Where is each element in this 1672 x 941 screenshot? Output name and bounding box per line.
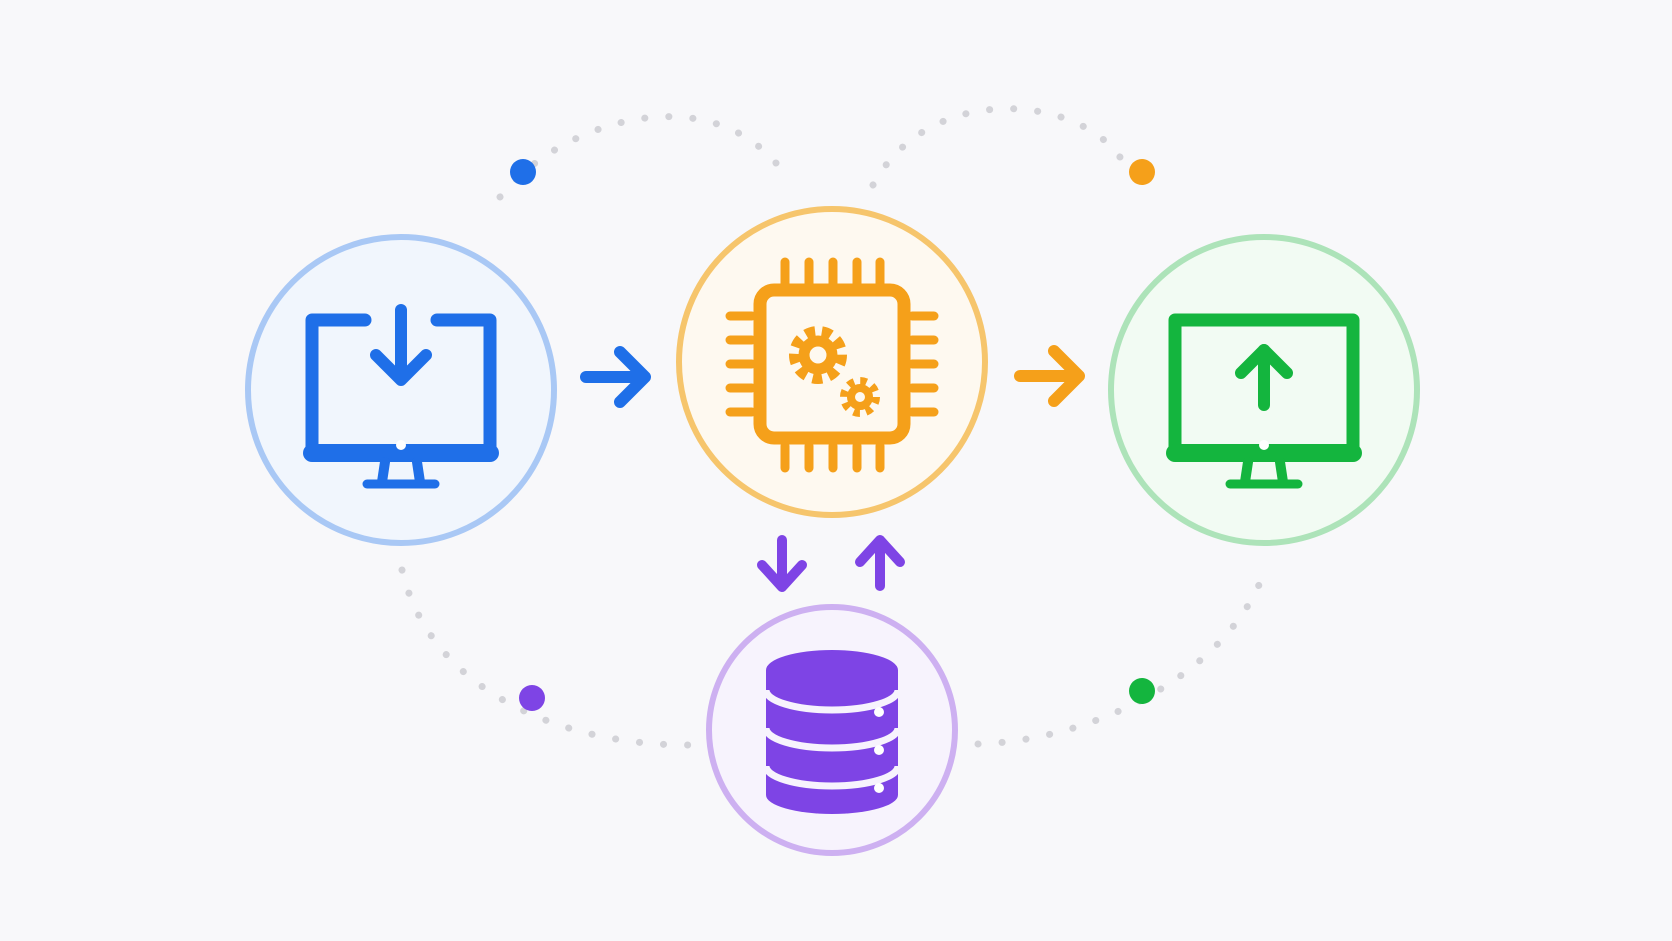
monitor-upload-icon <box>1166 313 1362 489</box>
input-node <box>245 234 557 546</box>
cpu-pins-bottom <box>780 441 885 473</box>
dotted-path-group <box>398 105 1269 749</box>
arrow-up-icon <box>855 535 905 591</box>
cpu-gears-icon <box>725 257 939 473</box>
dotted-path-bottom-left <box>398 566 692 749</box>
storage-node <box>706 604 958 856</box>
dotted-path-bottom-right <box>974 566 1269 748</box>
gear-small-icon <box>840 377 880 417</box>
arrow-right-icon <box>1014 345 1085 407</box>
dotted-path-top-right <box>869 105 1126 189</box>
input-node-circle <box>245 234 557 546</box>
monitor-power-dot <box>1259 440 1269 450</box>
dotted-path-top-left <box>496 113 794 201</box>
monitor-power-dot <box>396 440 406 450</box>
accent-dot-blue <box>510 159 536 185</box>
monitor-download-icon <box>303 304 499 489</box>
accent-dot-orange <box>1129 159 1155 185</box>
arrow-down-icon <box>757 535 807 592</box>
accent-dot-purple <box>519 685 545 711</box>
cpu-pins-right <box>907 311 939 417</box>
arrow-right-icon <box>580 346 651 408</box>
process-node <box>676 206 988 518</box>
database-icon <box>762 650 902 814</box>
accent-dot-green <box>1129 678 1155 704</box>
cpu-pins-left <box>725 311 757 417</box>
cpu-pins-top <box>780 257 885 289</box>
output-node <box>1108 234 1420 546</box>
gear-large-icon <box>789 326 847 384</box>
